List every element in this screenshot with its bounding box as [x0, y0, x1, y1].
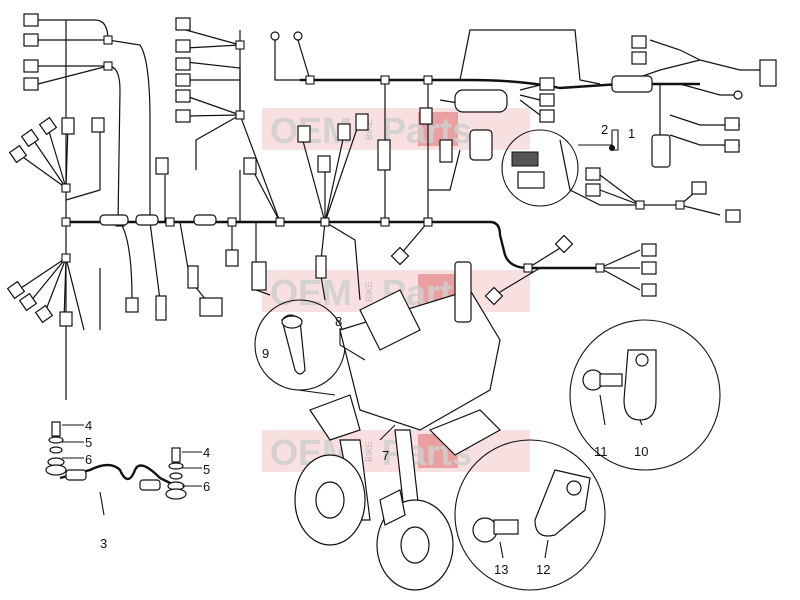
callout-4-right: 4 [203, 445, 210, 460]
callout-2: 2 [601, 122, 608, 137]
callout-6-right: 6 [203, 479, 210, 494]
connector-boxes [6, 13, 741, 327]
watermark-brand-small: BIKE [364, 119, 374, 140]
callout-leaders [339, 328, 396, 441]
callout-5-left: 5 [85, 435, 92, 450]
scooter-frame-assembly [294, 261, 501, 591]
callout-7: 7 [382, 448, 389, 463]
detail-clip-circle [254, 299, 346, 396]
callout-5-right: 5 [203, 462, 210, 477]
callout-11: 11 [594, 444, 608, 459]
detail-relay-circle [501, 129, 619, 207]
detail-clamp-circle [454, 439, 606, 591]
junction-nodes [61, 35, 685, 273]
watermark-brand-small: BIKE [364, 281, 374, 302]
callout-10: 10 [634, 444, 648, 459]
callout-13: 13 [494, 562, 508, 577]
callout-4-left: 4 [85, 418, 92, 433]
callout-12: 12 [536, 562, 550, 577]
watermark-brand-small: BIKE [364, 441, 374, 462]
callout-1: 1 [628, 126, 635, 141]
connector-plugs [99, 31, 777, 321]
callout-3: 3 [100, 536, 107, 551]
callout-numbers: 1 2 3 4 5 6 4 5 6 7 8 9 10 11 12 13 [85, 122, 648, 577]
callout-9: 9 [262, 346, 269, 361]
callout-6-left: 6 [85, 452, 92, 467]
detail-bolt-clamp-circle [569, 319, 721, 471]
callout-8: 8 [335, 314, 342, 329]
watermark-brand-left: OEM [270, 272, 352, 313]
cable-assembly [45, 421, 202, 516]
